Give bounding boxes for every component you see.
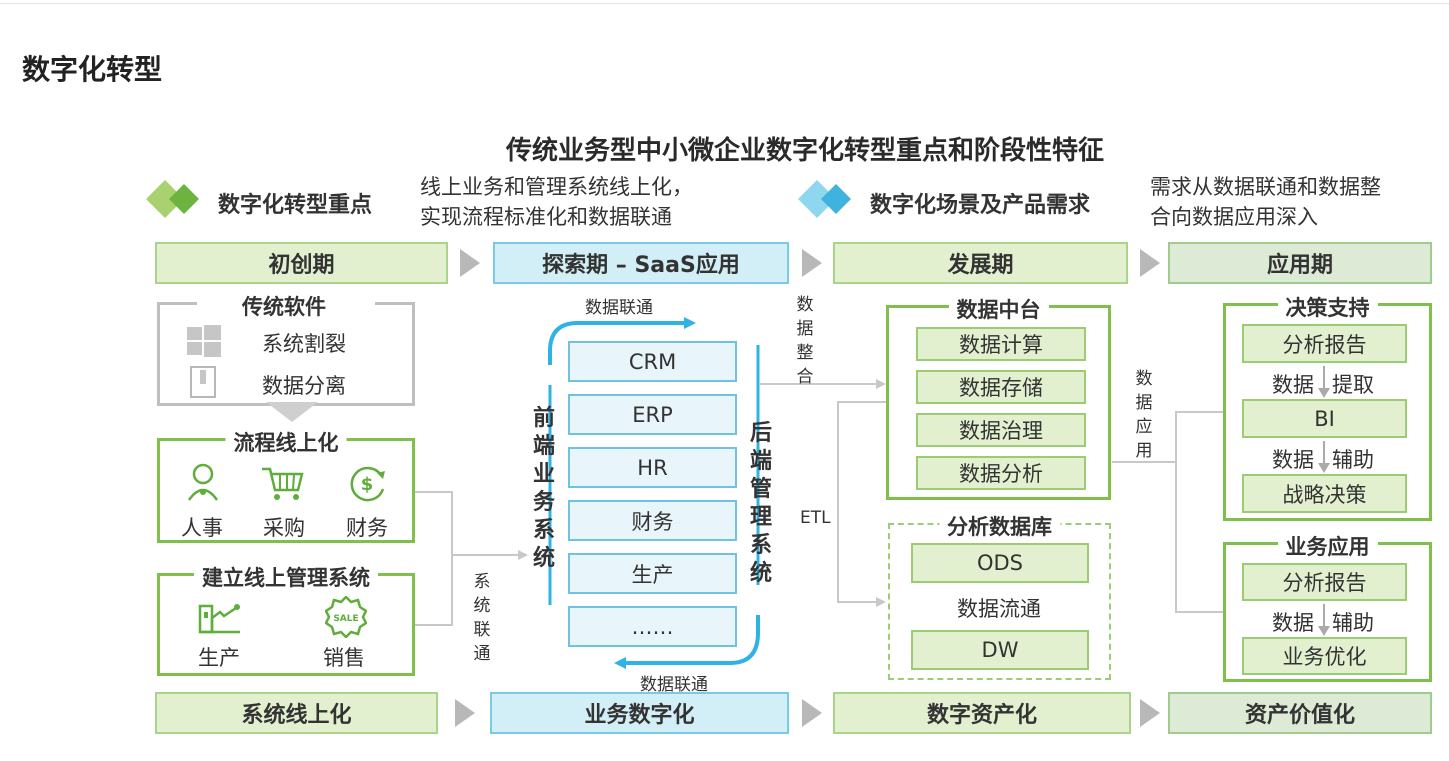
data-integration-connector (760, 379, 886, 607)
windows-icon (187, 325, 221, 357)
stage-arrow-3 (1140, 249, 1160, 277)
data-application-connector (1112, 411, 1224, 613)
system-link-label: 系统联通 (473, 572, 491, 664)
decision-link2-left: 数据 (1272, 448, 1314, 472)
process-item-1-label: 人事 (181, 516, 223, 540)
stage-develop: 发展期 (833, 242, 1128, 284)
stage-asset-value: 资产价值化 (1168, 692, 1432, 734)
data-integration-label: 数据整合 (796, 295, 814, 387)
data-analysis: 数据分析 (916, 456, 1086, 490)
note-right-line-2: 合向数据应用深入 (1150, 205, 1318, 229)
ods-box: ODS (911, 543, 1089, 583)
top-divider (0, 3, 1449, 4)
module-erp: ERP (568, 394, 737, 435)
stage-startup: 初创期 (155, 242, 448, 284)
front-system-label: 前端业务系统 (532, 406, 555, 571)
traditional-software-title: 传统软件 (242, 295, 326, 319)
factory-icon (198, 598, 242, 634)
online-mgmt-group: 建立线上管理系统 (157, 562, 415, 676)
module-production: 生产 (568, 553, 737, 594)
down-arrow-icon (266, 402, 318, 422)
analysis-db-title: 分析数据库 (939, 511, 1060, 541)
business-link-right: 辅助 (1332, 611, 1374, 635)
trad-item-2-label: 数据分离 (262, 374, 346, 398)
diamond-blue-icon (798, 180, 858, 218)
document-icon (190, 366, 218, 398)
note-left-line-1: 线上业务和管理系统线上化， (420, 175, 693, 199)
stage-business-digital: 业务数字化 (490, 692, 789, 734)
data-middle-title: 数据中台 (948, 294, 1049, 324)
module-crm: CRM (568, 341, 737, 382)
decision-link1-right: 提取 (1332, 373, 1374, 397)
system-link-connector (415, 491, 528, 626)
down-arrow-icon (1317, 441, 1331, 473)
money-icon: $ (347, 463, 387, 503)
page-title: 数字化转型 (22, 53, 163, 86)
data-link-top-label: 数据联通 (585, 298, 653, 318)
module-finance: 财务 (568, 500, 737, 541)
note-right: 需求从数据联通和数据整 合向数据应用深入 (1150, 172, 1381, 232)
stage-arrow-1 (460, 249, 480, 277)
business-app-title: 业务应用 (1277, 531, 1378, 561)
sale-badge-icon: SALE (325, 596, 367, 638)
stage-explore: 探索期 – SaaS应用 (493, 242, 789, 284)
mgmt-item-1-label: 生产 (198, 646, 240, 670)
online-mgmt-title: 建立线上管理系统 (194, 562, 378, 592)
analysis-db-group: 分析数据库 (888, 511, 1111, 680)
svg-text:SALE: SALE (333, 614, 358, 624)
note-left-line-2: 实现流程标准化和数据联通 (420, 205, 672, 229)
decision-link1-left: 数据 (1272, 373, 1314, 397)
stage-data-asset: 数字资产化 (833, 692, 1131, 734)
decision-bi: BI (1242, 399, 1407, 438)
back-system-label: 后端管理系统 (749, 421, 772, 586)
business-optimize: 业务优化 (1242, 637, 1407, 675)
process-item-3-label: 财务 (346, 516, 388, 540)
data-storage: 数据存储 (916, 370, 1086, 404)
business-link-left: 数据 (1272, 611, 1314, 635)
data-governance: 数据治理 (916, 413, 1086, 447)
stage-arrow-4 (455, 699, 475, 727)
note-right-line-1: 需求从数据联通和数据整 (1150, 175, 1381, 199)
decision-title: 决策支持 (1277, 292, 1378, 322)
data-application-label: 数据应用 (1135, 369, 1153, 461)
mgmt-item-2-label: 销售 (323, 646, 365, 670)
note-left: 线上业务和管理系统线上化， 实现流程标准化和数据联通 (420, 172, 693, 232)
process-online-title: 流程线上化 (225, 427, 347, 457)
data-loop-arrows (548, 317, 760, 669)
etl-label: ETL (800, 508, 831, 528)
process-item-2-label: 采购 (263, 516, 305, 540)
stage-system-online: 系统线上化 (155, 692, 438, 734)
dw-box: DW (911, 630, 1089, 670)
data-compute: 数据计算 (916, 327, 1086, 361)
decision-report: 分析报告 (1242, 324, 1407, 363)
focus-label-left: 数字化转型重点 (218, 193, 373, 218)
cart-icon (262, 466, 304, 502)
diamond-green-icon (146, 180, 206, 218)
trad-item-1-label: 系统割裂 (262, 332, 346, 356)
diagram-title: 传统业务型中小微企业数字化转型重点和阶段性特征 (505, 136, 1104, 166)
module-hr: HR (568, 447, 737, 488)
decision-link2-right: 辅助 (1332, 448, 1374, 472)
stage-application: 应用期 (1168, 242, 1432, 284)
person-icon (186, 462, 220, 502)
stage-arrow-6 (1140, 699, 1160, 727)
data-flow-label: 数据流通 (957, 597, 1041, 621)
business-report: 分析报告 (1242, 563, 1407, 601)
down-arrow-icon (1317, 366, 1331, 398)
down-arrow-icon (1317, 604, 1331, 636)
focus-label-right: 数字化场景及产品需求 (870, 193, 1091, 218)
svg-text:$: $ (361, 474, 374, 495)
stage-arrow-2 (802, 249, 822, 277)
data-link-bottom-label: 数据联通 (640, 675, 708, 695)
module-more: …… (568, 606, 737, 647)
decision-strategy: 战略决策 (1242, 474, 1407, 513)
stage-arrow-5 (802, 699, 822, 727)
